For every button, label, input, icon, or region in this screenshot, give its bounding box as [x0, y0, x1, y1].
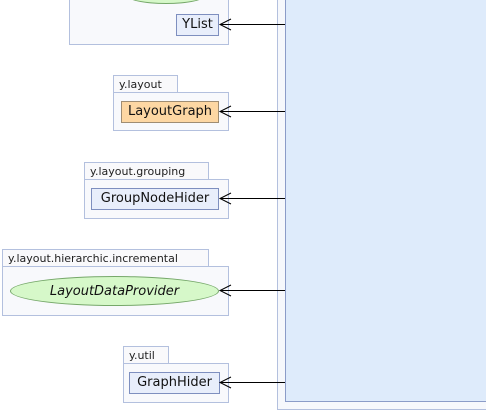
class-ylist[interactable]: YList — [176, 14, 219, 36]
class-layout-graph[interactable]: LayoutGraph — [121, 101, 219, 123]
class-graph-hider[interactable]: GraphHider — [129, 372, 220, 394]
package-tab-y-layout-hierarchic-incremental: y.layout.hierarchic.incremental — [2, 249, 209, 266]
class-group-node-hider[interactable]: GroupNodeHider — [91, 188, 219, 210]
target-class[interactable] — [285, 0, 486, 402]
package-tab-y-layout-grouping: y.layout.grouping — [84, 162, 209, 179]
interface-layout-data-provider[interactable]: LayoutDataProvider — [10, 276, 219, 306]
package-tab-y-util: y.util — [123, 346, 169, 363]
package-tab-y-layout: y.layout — [113, 75, 178, 92]
